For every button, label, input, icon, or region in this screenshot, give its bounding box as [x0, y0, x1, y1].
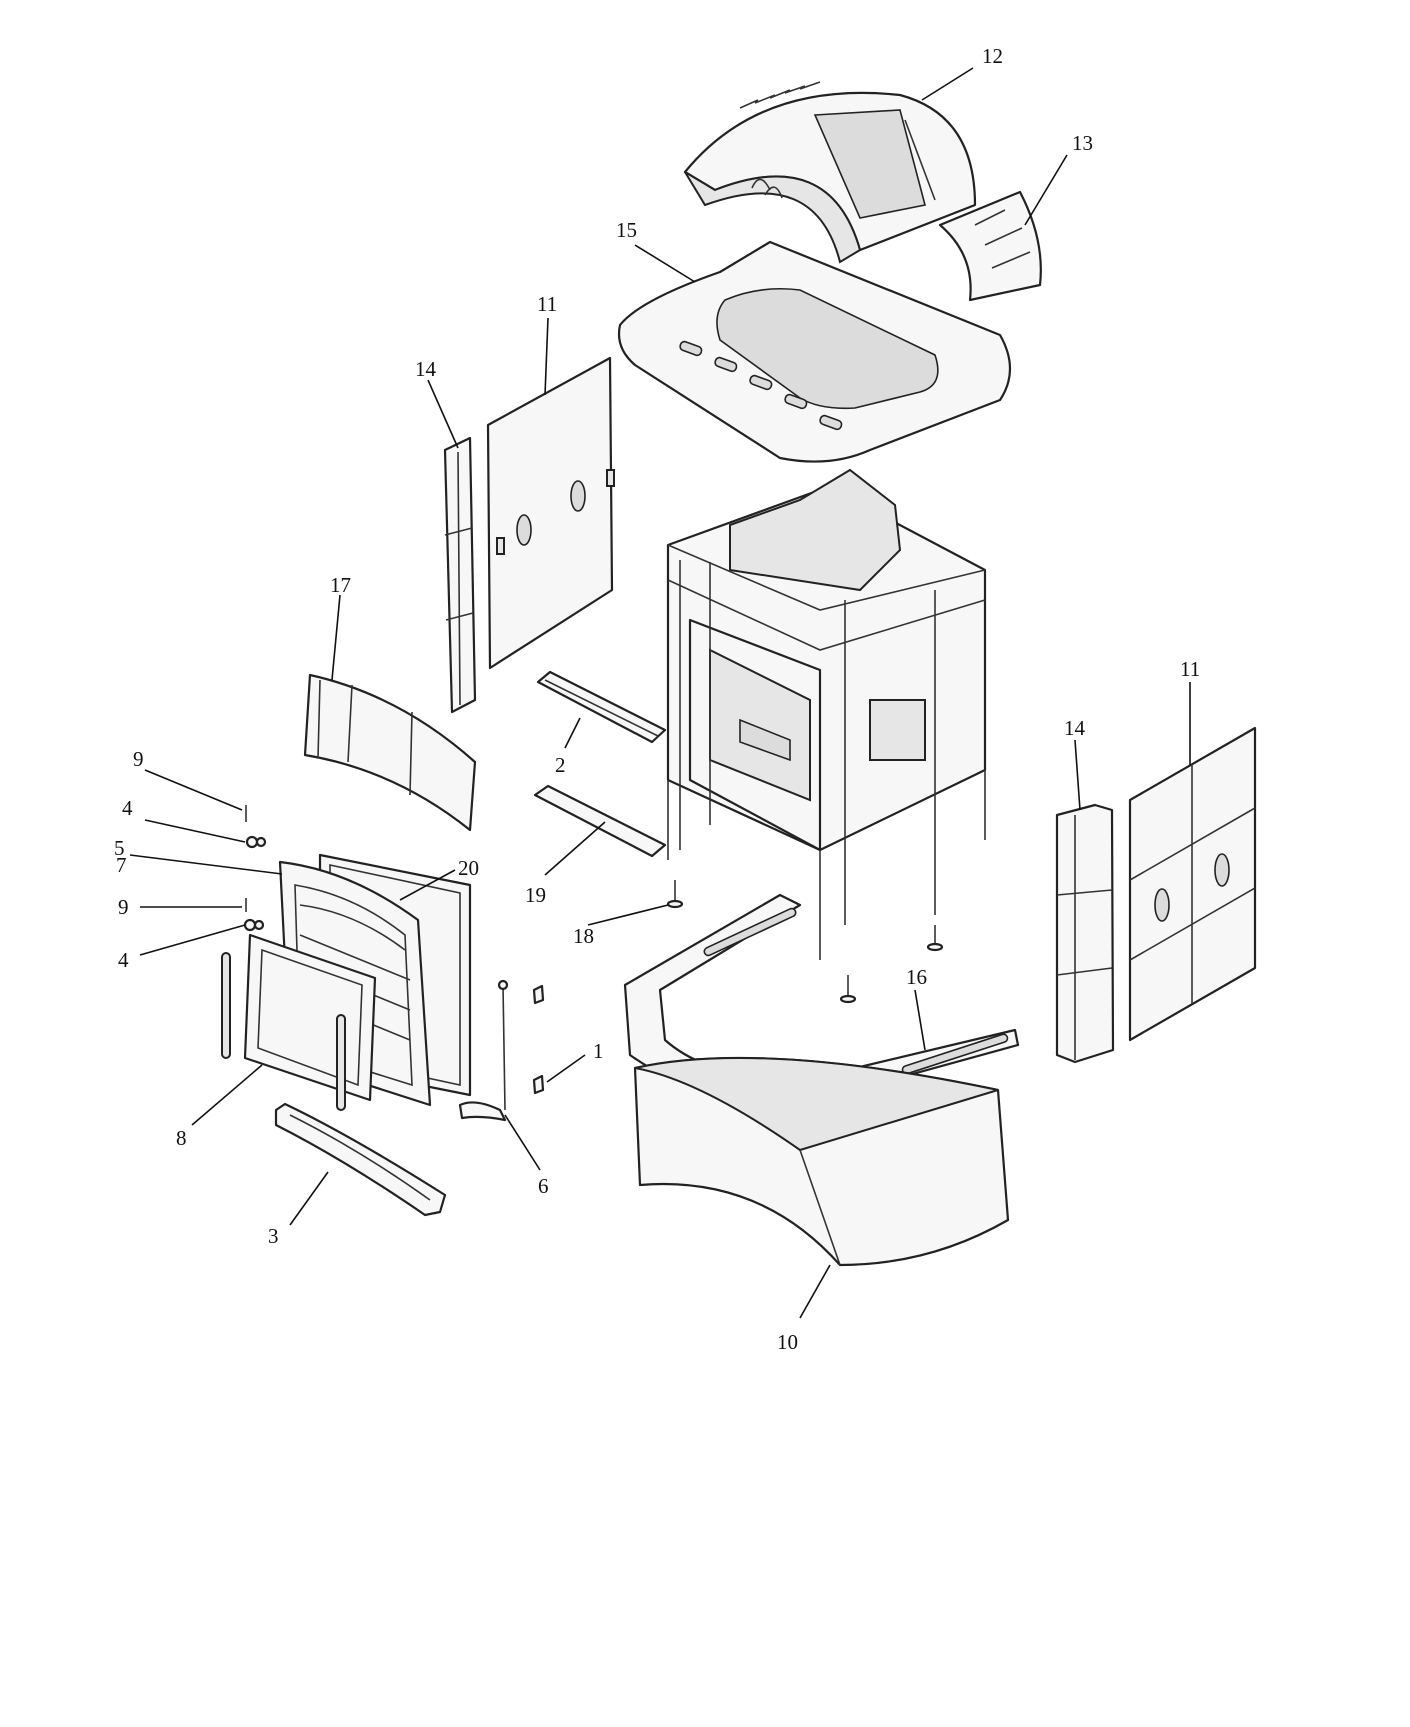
callout-1: 1: [593, 1039, 604, 1063]
callout-7: 7: [116, 853, 127, 877]
part-12-top-cover: [683, 81, 977, 264]
callout-11-right: 11: [1180, 657, 1200, 681]
callout-labels: 1 2 3 4 4 5 6 7 8 9 9 10 11 11 12 13 14 …: [114, 44, 1200, 1354]
callout-17: 17: [330, 573, 351, 597]
main-body-frame: [666, 468, 987, 960]
callout-2: 2: [555, 753, 566, 777]
part-17-front-panel: [303, 673, 477, 832]
callout-15: 15: [616, 218, 637, 242]
callout-4-bottom: 4: [118, 948, 129, 972]
callout-4-top: 4: [122, 796, 133, 820]
part-4-washer-bottom: [243, 918, 265, 932]
part-1-clip-top: [532, 984, 545, 1005]
callout-20: 20: [458, 856, 479, 880]
part-10-pedestal-base: [633, 1056, 1010, 1267]
part-14-side-trim-right: [1055, 803, 1115, 1064]
callout-11-left: 11: [537, 292, 557, 316]
part-14-side-trim-left: [443, 436, 477, 714]
door-rod-right: [336, 1014, 346, 1111]
part-13-vent-grille: [938, 190, 1042, 302]
callout-13: 13: [1072, 131, 1093, 155]
callout-3: 3: [268, 1224, 279, 1248]
foot-bolt-center: [839, 975, 857, 1004]
callout-14-right: 14: [1064, 716, 1086, 740]
part-1-clip-bottom: [532, 1074, 545, 1095]
part-11-side-panel-left: [486, 356, 615, 670]
part-18-foot-bolt: [666, 880, 684, 909]
part-6-hinge-rod: [458, 979, 509, 1122]
callout-9-bottom: 9: [118, 895, 129, 919]
part-2-baffle: [536, 670, 667, 744]
callout-6: 6: [538, 1174, 549, 1198]
callout-10: 10: [777, 1330, 798, 1354]
callout-18: 18: [573, 924, 594, 948]
callout-12: 12: [982, 44, 1003, 68]
foot-bolt-right: [926, 925, 944, 952]
leader-lines: [129, 67, 1191, 1319]
part-19-lower-plate: [533, 784, 667, 858]
part-4-washer-top: [245, 835, 267, 849]
door-rod-left: [221, 952, 231, 1059]
part-3-handle: [274, 1102, 447, 1217]
callout-14-left: 14: [415, 357, 437, 381]
callout-5: 5: [114, 836, 125, 860]
callout-19: 19: [525, 883, 546, 907]
callout-8: 8: [176, 1126, 187, 1150]
part-11-side-panel-right: [1128, 726, 1257, 1042]
callout-9-top: 9: [133, 747, 144, 771]
part-15-top-plate: [617, 240, 1011, 463]
callout-16: 16: [906, 965, 927, 989]
